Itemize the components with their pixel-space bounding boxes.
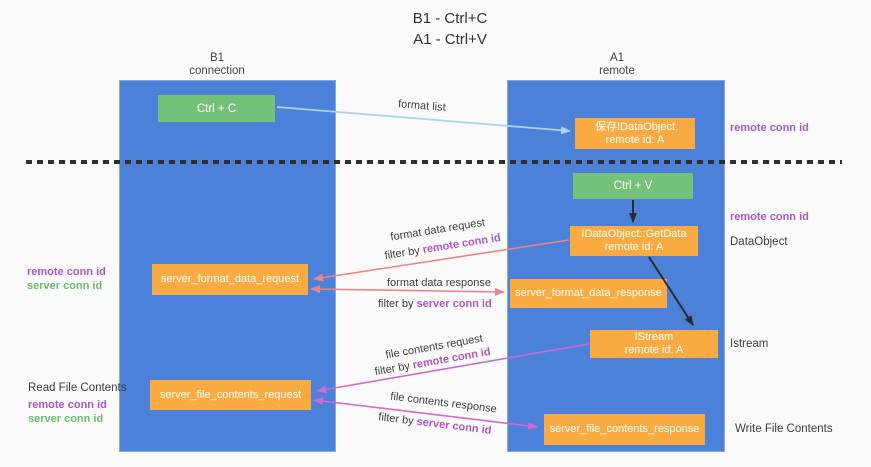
label-server-conn-id-left-2: server conn id bbox=[28, 413, 104, 425]
filter-by-text-4: filter by bbox=[377, 411, 418, 428]
arrow-label-format-list: format list bbox=[397, 98, 447, 114]
right-lane-header-line1: A1 bbox=[609, 52, 625, 64]
filter-by-text-1: filter by bbox=[383, 244, 424, 263]
title-line-1: B1 - Ctrl+C bbox=[412, 10, 488, 27]
node-server-file-contents-request: server_file_contents_request bbox=[150, 380, 311, 410]
node-saved-idataobject-line1: 保存IDataObject bbox=[594, 120, 676, 133]
node-server-format-data-response: server_format_data_response bbox=[510, 279, 667, 308]
title-line-2: A1 - Ctrl+V bbox=[413, 31, 487, 48]
node-istream-line1: IStream bbox=[634, 331, 674, 343]
label-remote-conn-id-left-2: remote conn id bbox=[28, 399, 107, 411]
dashed-separator-line bbox=[26, 160, 842, 164]
arrow-label-filter-server-2: filter by server conn id bbox=[378, 411, 492, 437]
node-server-format-data-request: server_format_data_request bbox=[152, 264, 308, 295]
node-istream: IStream remote id: A bbox=[590, 330, 718, 358]
filter-by-text-3: filter by bbox=[373, 359, 414, 379]
arrow-label-file-contents-response: file contents response bbox=[389, 390, 498, 416]
label-remote-conn-id-mid-right: remote conn id bbox=[730, 211, 809, 223]
left-lane-header-line2: connection bbox=[189, 65, 245, 77]
diagram-title: B1 - Ctrl+C A1 - Ctrl+V bbox=[200, 8, 700, 50]
label-server-conn-id-left-1: server conn id bbox=[27, 280, 103, 292]
filter-server-conn-id-1: server conn id bbox=[416, 298, 492, 310]
filter-by-text-2: filter by bbox=[378, 298, 417, 310]
node-saved-idataobject-line2: remote id: A bbox=[605, 133, 665, 146]
arrow-label-filter-server-1: filter by server conn id bbox=[378, 298, 492, 310]
left-lane-header-line1: B1 bbox=[209, 52, 225, 64]
label-remote-conn-id-left-1: remote conn id bbox=[27, 266, 106, 278]
label-dataobject: DataObject bbox=[730, 236, 788, 248]
node-ctrl-v: Ctrl + V bbox=[573, 173, 693, 199]
node-idataobject-getdata: IDataObject::GetData remote id: A bbox=[570, 226, 698, 256]
node-idataobject-getdata-line2: remote id: A bbox=[604, 241, 664, 253]
label-istream: Istream bbox=[730, 338, 769, 350]
arrow-label-format-data-response: format data response bbox=[387, 277, 491, 289]
right-lane-header: A1 remote bbox=[507, 52, 727, 78]
node-idataobject-getdata-line1: IDataObject::GetData bbox=[581, 228, 687, 240]
label-read-file-contents: Read File Contents bbox=[28, 382, 127, 394]
node-ctrl-c: Ctrl + C bbox=[158, 95, 275, 122]
left-lane-header: B1 connection bbox=[107, 52, 327, 78]
arrow-format-data-response bbox=[310, 285, 505, 296]
label-remote-conn-id-top-right: remote conn id bbox=[730, 122, 809, 134]
filter-server-conn-id-2: server conn id bbox=[415, 415, 493, 437]
node-istream-line2: remote id: A bbox=[624, 344, 684, 356]
node-server-file-contents-response: server_file_contents_response bbox=[544, 414, 705, 445]
label-write-file-contents: Write File Contents bbox=[735, 423, 833, 435]
right-lane-header-line2: remote bbox=[599, 65, 635, 77]
node-saved-idataobject: 保存IDataObject remote id: A bbox=[575, 118, 695, 149]
